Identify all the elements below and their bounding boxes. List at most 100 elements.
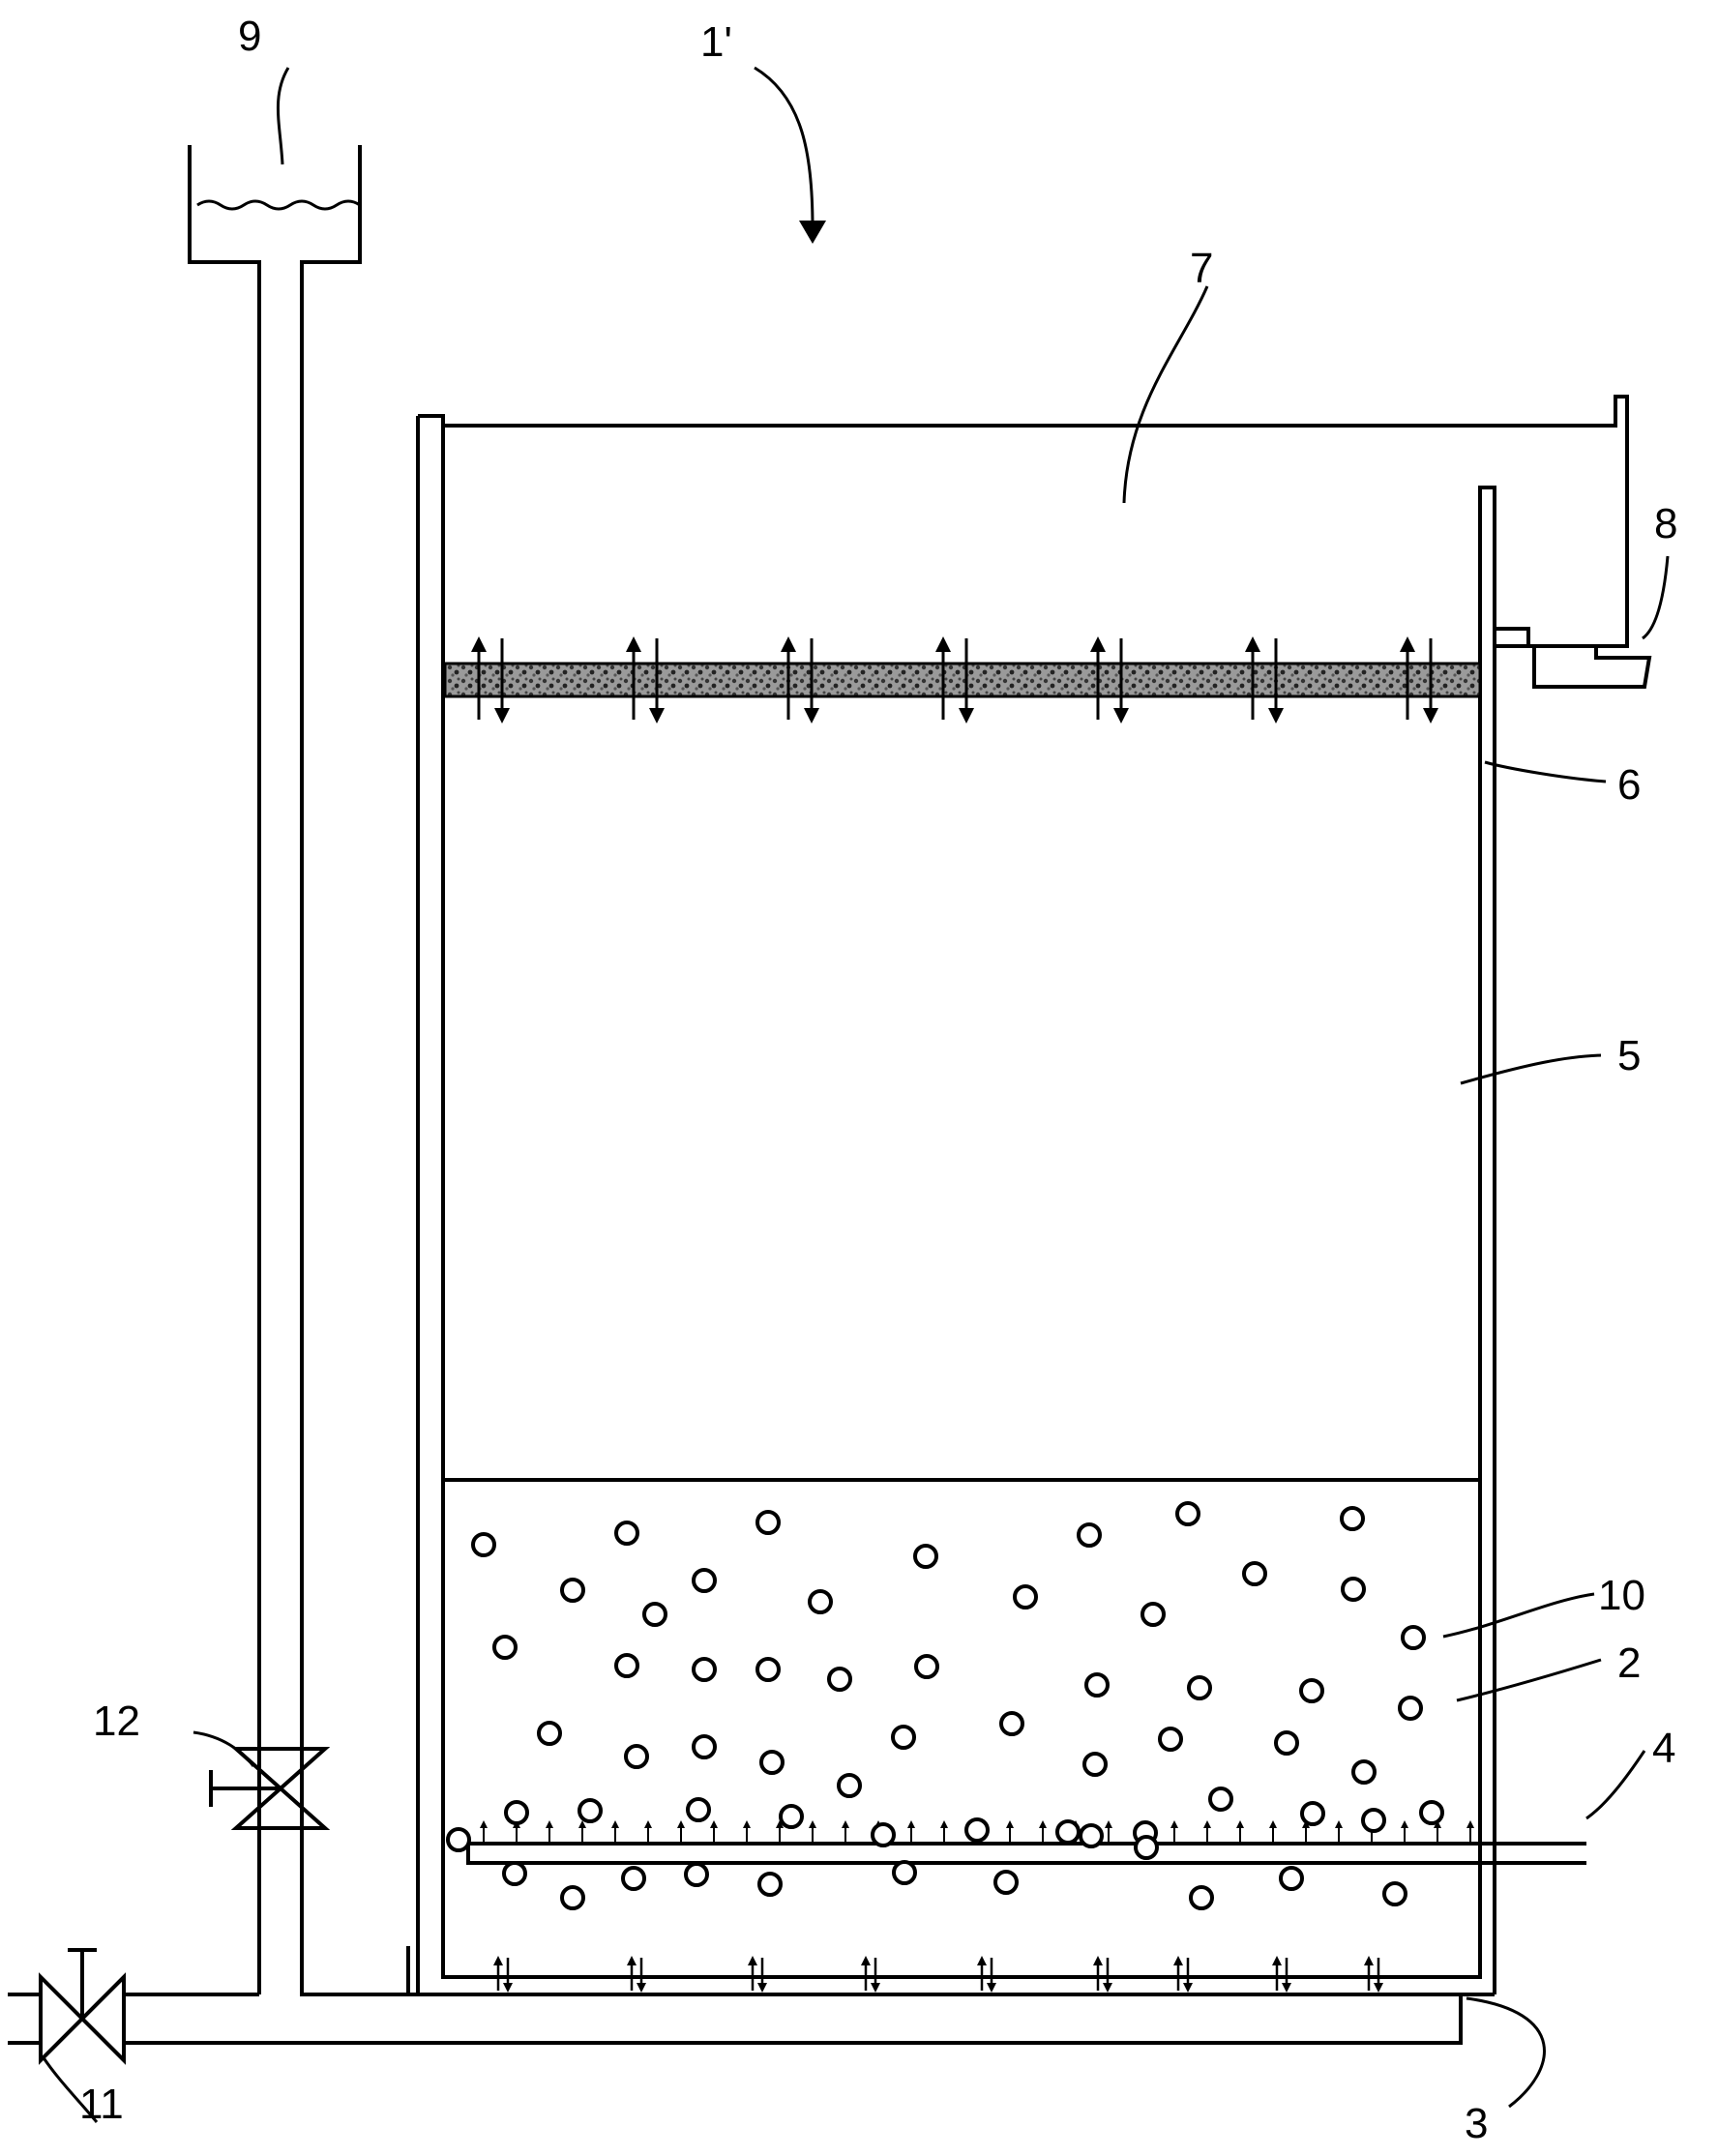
aeration-arrow [480,1820,488,1842]
label-particle: 10 [1598,1572,1645,1619]
particle [1055,1819,1081,1845]
particle [1084,1672,1110,1698]
particle [999,1711,1024,1736]
aeration-arrow [1269,1820,1277,1842]
particle [1279,1866,1304,1891]
label-overflow-outlet: 8 [1654,500,1677,547]
particle [492,1635,518,1660]
particle [1340,1506,1365,1531]
aeration-arrow [1302,1820,1310,1842]
particle [692,1657,717,1682]
inlet-arrow-pair [748,1956,767,1993]
inlet-arrow-pair [1272,1956,1291,1993]
particle [614,1521,639,1546]
particle [560,1885,585,1910]
particle [1351,1759,1377,1785]
aeration-arrow [1335,1820,1343,1842]
particle [1140,1602,1166,1627]
aeration-arrow [1039,1820,1047,1842]
particle [1401,1625,1426,1650]
label-membrane-layer: 6 [1617,761,1641,809]
particle [502,1861,527,1886]
particle [614,1653,639,1678]
particle [686,1797,711,1822]
drain-valve [39,1948,126,2065]
label-tank-body: 5 [1617,1032,1641,1079]
aeration-arrow [677,1820,685,1842]
inlet-arrows [493,1956,1383,1993]
membrane-arrow-pair [935,636,974,724]
particle [1398,1696,1423,1721]
particle [964,1817,990,1843]
particle [504,1800,529,1825]
particle [808,1589,833,1614]
inlet-arrow-pair [493,1956,513,1993]
membrane-arrow-pair [626,636,665,724]
aeration-arrow [1401,1820,1408,1842]
particle [692,1568,717,1593]
particle [914,1654,939,1679]
particle [1208,1787,1233,1812]
membrane-arrow-pair [471,636,510,724]
particle [759,1750,785,1775]
inlet-arrow-pair [1093,1956,1112,1993]
aeration-arrow [1434,1820,1441,1842]
particle [692,1734,717,1759]
inlet-arrow-pair [977,1956,996,1993]
inlet-arrow-pair [1364,1956,1383,1993]
aeration-arrow [743,1820,751,1842]
particle [446,1827,471,1852]
label-apparatus: 1' [700,18,732,66]
particle [621,1866,646,1891]
particle [1079,1823,1104,1848]
label-feed-valve: 12 [93,1698,140,1745]
aeration-arrow [1236,1820,1244,1842]
particle [755,1657,781,1682]
particle [537,1721,562,1746]
particle [837,1773,862,1798]
particle [1274,1730,1299,1756]
membrane-arrow-pair [1245,636,1284,724]
particle [1382,1881,1407,1906]
inlet-arrow-pair [1173,1956,1193,1993]
feed-valve [209,1747,331,1830]
particle [624,1744,649,1769]
particle [827,1667,852,1692]
label-drain-valve: 11 [79,2081,124,2128]
particle [1189,1885,1214,1910]
water-surface [196,199,361,211]
label-inlet-pipe: 3 [1465,2100,1488,2147]
particle [684,1862,709,1887]
membrane-arrow-pair [781,636,819,724]
particle [1341,1577,1366,1602]
aeration-arrow [710,1820,718,1842]
inlet-arrow-pair [627,1956,646,1993]
leader-lines [41,66,1670,2123]
particle [1175,1501,1200,1526]
aeration-arrow [578,1820,586,1842]
header-tank [188,145,362,1994]
aeration-arrow [546,1820,553,1842]
particle [642,1602,667,1627]
aeration-arrow [1203,1820,1211,1842]
particle [871,1822,896,1847]
particle [755,1510,781,1535]
particle [1299,1678,1324,1703]
particle [1361,1808,1386,1833]
particle [993,1870,1019,1895]
particle [1158,1727,1183,1752]
aeration-pipe [466,1842,1586,1865]
aeration-arrow [1105,1820,1112,1842]
label-granular-bed: 2 [1617,1639,1641,1687]
aeration-arrow [776,1820,784,1842]
membrane-flow-arrows [471,636,1438,724]
particle [1300,1801,1325,1826]
particle [1082,1752,1108,1777]
label-header-tank: 9 [238,13,261,60]
reference-labels: 9 1' 7 8 6 5 10 2 4 3 11 12 [79,13,1677,2147]
membrane-arrow-pair [1400,636,1438,724]
particle [1419,1800,1444,1825]
particle [1077,1522,1102,1548]
